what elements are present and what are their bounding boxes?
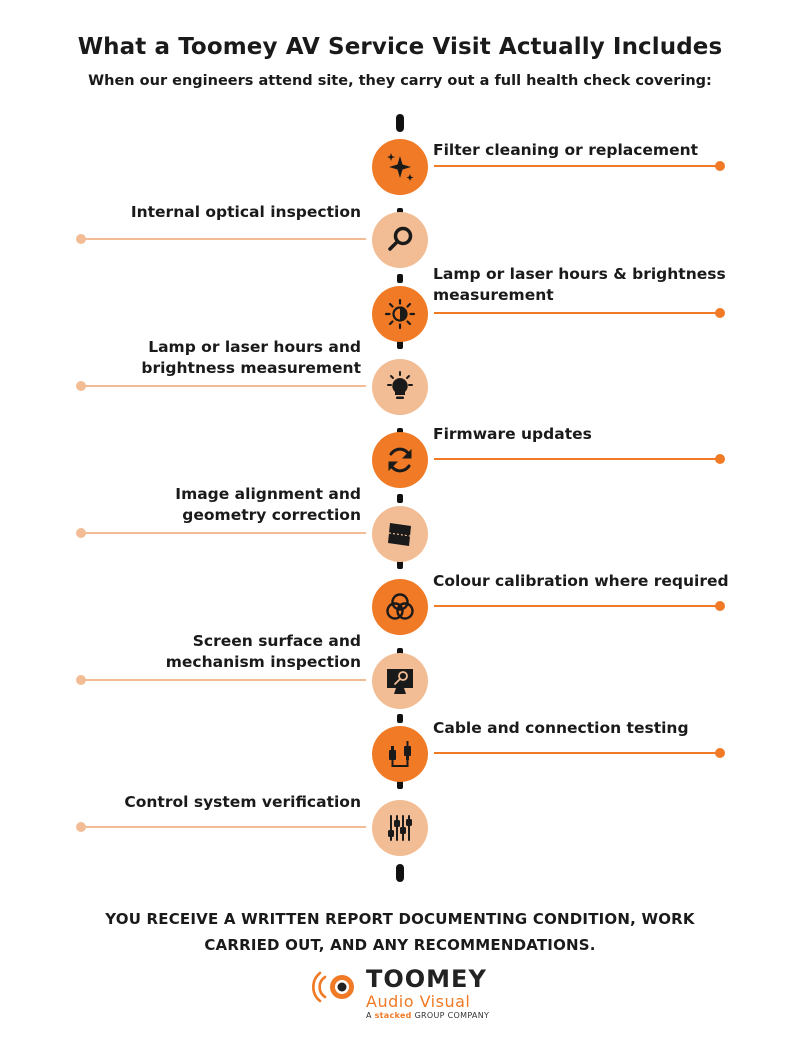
item-label: Image alignment and geometry correction bbox=[175, 485, 361, 524]
item-label: Screen surface and mechanism inspection bbox=[165, 632, 361, 671]
logo-tag-prefix: A bbox=[366, 1011, 372, 1020]
service-timeline: Filter cleaning or replacement Internal … bbox=[0, 114, 800, 882]
timeline-item-optical: Internal optical inspection bbox=[0, 203, 800, 272]
logo-tag-suffix: GROUP COMPANY bbox=[414, 1011, 490, 1020]
toomey-logo: TOOMEY Audio Visual A stacked GROUP COMP… bbox=[312, 965, 502, 1025]
spine-dash bbox=[397, 714, 403, 723]
page-subtitle: When our engineers attend site, they car… bbox=[88, 73, 712, 89]
item-label: Cable and connection testing bbox=[433, 719, 689, 737]
item-label: Colour calibration where required bbox=[433, 572, 729, 590]
connector-line bbox=[434, 312, 719, 314]
connector-line bbox=[434, 165, 719, 167]
item-label: Internal optical inspection bbox=[130, 203, 361, 221]
timeline-item-alignment: Image alignment and geometry correction bbox=[0, 485, 800, 566]
connector-dot bbox=[76, 528, 86, 538]
spine-dash bbox=[397, 560, 403, 569]
connector-dot bbox=[715, 601, 725, 611]
item-label: Filter cleaning or replacement bbox=[433, 141, 699, 159]
timeline-item-control: Control system verification bbox=[0, 793, 800, 860]
cable-icon bbox=[372, 726, 428, 782]
connector-dot bbox=[76, 381, 86, 391]
connector-line bbox=[82, 532, 366, 534]
refresh-icon bbox=[372, 432, 428, 488]
sparkle-icon bbox=[372, 139, 428, 195]
logo-tag-accent: stacked bbox=[374, 1011, 412, 1020]
connector-dot bbox=[76, 675, 86, 685]
connector-dot bbox=[76, 234, 86, 244]
connector-line bbox=[82, 826, 366, 828]
timeline-item-firmware: Firmware updates bbox=[0, 425, 800, 492]
connector-dot bbox=[715, 454, 725, 464]
item-label: Firmware updates bbox=[433, 425, 592, 443]
timeline-item-lamp-hours: Lamp or laser hours & brightness measure… bbox=[0, 265, 800, 346]
connector-line bbox=[434, 605, 719, 607]
timeline-item-colour: Colour calibration where required bbox=[0, 572, 800, 639]
connector-line bbox=[82, 385, 366, 387]
magnifier-icon bbox=[372, 212, 428, 268]
timeline-item-screen: Screen surface and mechanism inspection bbox=[0, 632, 800, 713]
item-label: Control system verification bbox=[124, 793, 361, 811]
connector-dot bbox=[715, 308, 725, 318]
brightness-icon bbox=[372, 286, 428, 342]
connector-dot bbox=[715, 161, 725, 171]
timeline-item-cable: Cable and connection testing bbox=[0, 719, 800, 786]
connector-dot bbox=[715, 748, 725, 758]
geometry-icon bbox=[372, 506, 428, 562]
item-label: Lamp or laser hours & brightness measure… bbox=[433, 265, 726, 304]
spine-dash bbox=[397, 274, 403, 283]
connector-line bbox=[82, 679, 366, 681]
color-circles-icon bbox=[372, 579, 428, 635]
timeline-item-lamp-brightness: Lamp or laser hours and brightness measu… bbox=[0, 338, 800, 419]
connector-line bbox=[434, 752, 719, 754]
spine-dash bbox=[397, 648, 403, 657]
spine-cap bbox=[396, 114, 404, 132]
screen-inspect-icon bbox=[372, 653, 428, 709]
timeline-item-filter: Filter cleaning or replacement bbox=[0, 139, 800, 199]
connector-line bbox=[82, 238, 366, 240]
connector-line bbox=[434, 458, 719, 460]
lightbulb-icon bbox=[372, 359, 428, 415]
item-label: Lamp or laser hours and brightness measu… bbox=[141, 338, 361, 377]
spine-dash bbox=[397, 494, 403, 503]
logo-mark-icon bbox=[312, 967, 358, 1007]
spine-dash bbox=[397, 340, 403, 349]
logo-tagline: A stacked GROUP COMPANY bbox=[366, 1011, 489, 1020]
logo-brand: TOOMEY bbox=[366, 965, 487, 993]
report-note: YOU RECEIVE A WRITTEN REPORT DOCUMENTING… bbox=[105, 910, 695, 954]
spine-cap bbox=[396, 864, 404, 882]
sliders-icon bbox=[372, 800, 428, 856]
spine-dash bbox=[397, 780, 403, 789]
connector-dot bbox=[76, 822, 86, 832]
logo-subtitle: Audio Visual bbox=[366, 992, 471, 1011]
page-title: What a Toomey AV Service Visit Actually … bbox=[77, 34, 723, 60]
